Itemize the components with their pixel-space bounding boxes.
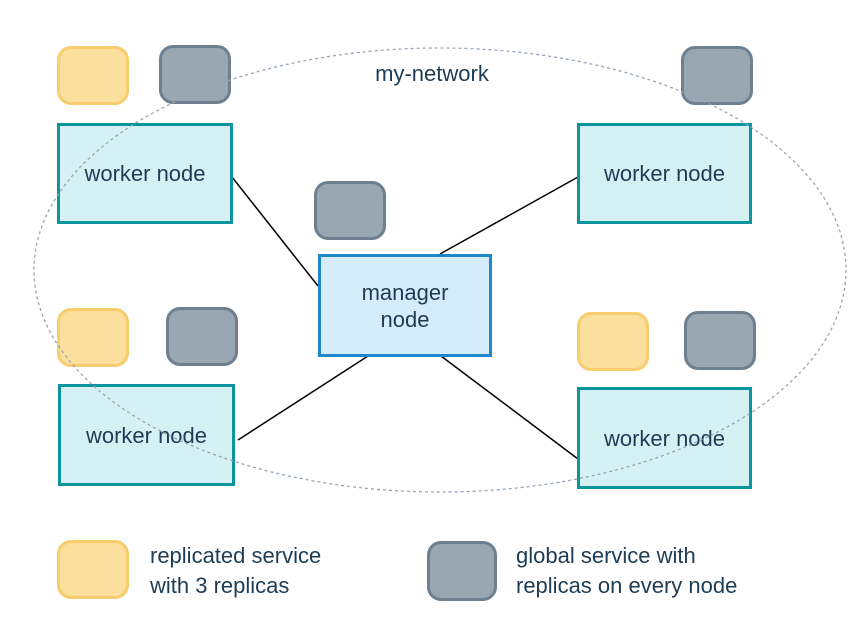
worker-node-top-left: worker node [57,123,233,224]
global-service-icon [681,46,753,105]
global-service-icon [166,307,238,366]
replicated-service-icon [577,312,649,371]
legend-global-label: global service with replicas on every no… [516,543,738,598]
connector-manager-worker-bottom-right [440,355,579,460]
connector-manager-worker-top-right [439,176,579,255]
worker-node-bottom-left: worker node [58,384,235,486]
network-name-label: my-network [375,61,489,86]
replicated-service-icon [57,46,129,105]
legend-replicated-service-icon [57,540,129,599]
connector-manager-worker-bottom-left [237,355,369,441]
worker-node-bottom-right: worker node [577,387,752,489]
global-service-icon [684,311,756,370]
connector-manager-worker-top-left [231,176,319,287]
manager-node: manager node [318,254,492,357]
global-service-icon [159,45,231,104]
legend-replicated-label: replicated service with 3 replicas [150,543,322,598]
worker-node-top-right: worker node [577,123,752,224]
legend-global-service-icon [427,541,497,601]
global-service-icon [314,181,386,240]
replicated-service-icon [57,308,129,367]
